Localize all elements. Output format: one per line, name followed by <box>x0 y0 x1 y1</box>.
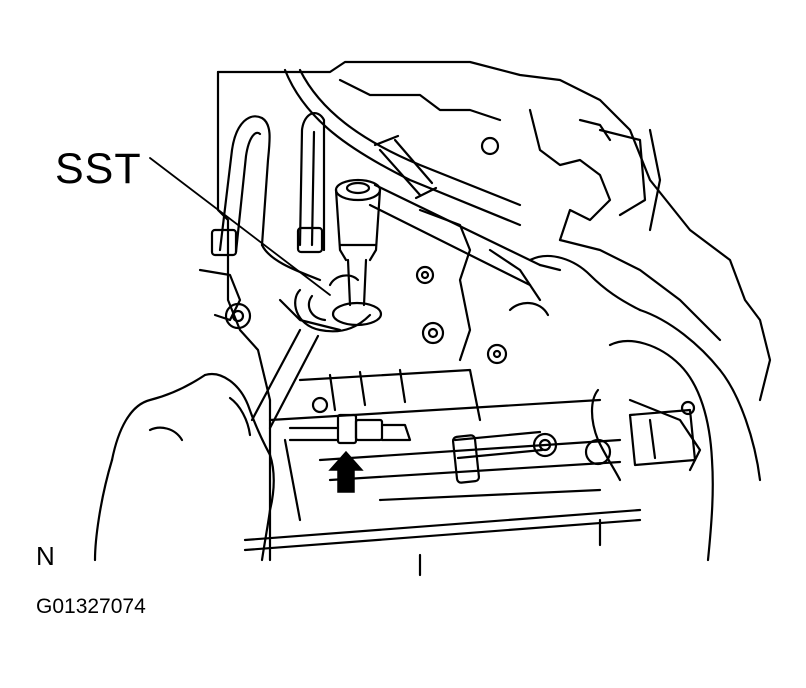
sst-socket-tool <box>331 178 383 327</box>
right-bracket <box>628 400 697 467</box>
lower-wrench <box>451 430 612 484</box>
up-arrow-icon <box>328 450 364 493</box>
right-hand <box>508 255 762 562</box>
drain-plug <box>288 413 412 445</box>
coolant-pipes <box>210 112 326 282</box>
wrench <box>250 274 372 430</box>
upper-hose <box>373 134 438 200</box>
sst-handle-bar <box>368 183 562 287</box>
engine-block-outline <box>198 60 772 562</box>
mounting-holes <box>224 136 508 414</box>
oil-pan <box>243 368 642 577</box>
sst-callout-label: SST <box>55 145 142 193</box>
figure-id: G01327074 <box>36 595 146 618</box>
sst-leader-line <box>149 157 331 296</box>
view-marker: N <box>36 541 55 571</box>
left-hand <box>93 372 275 562</box>
